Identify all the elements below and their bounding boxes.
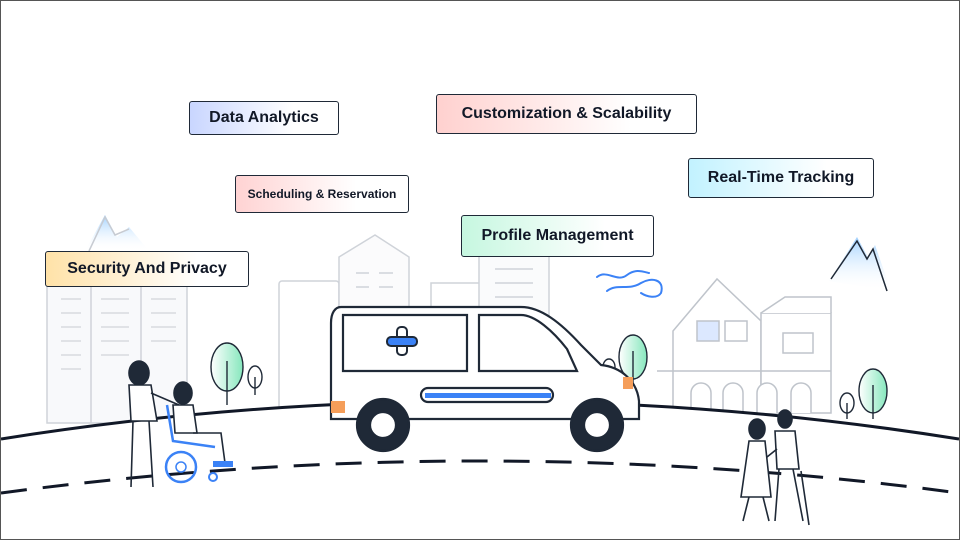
- right-mountain: [829, 237, 891, 292]
- medical-cross-icon: [386, 326, 418, 356]
- caregiver-with-wheelchair: [128, 360, 233, 488]
- wind-squiggle: [596, 270, 663, 298]
- customization-scalability-tag: Customization & Scalability: [436, 94, 697, 134]
- left-mountains: [85, 215, 149, 252]
- scheduling-reservation-tag: Scheduling & Reservation: [235, 175, 409, 213]
- left-building: [46, 282, 188, 424]
- right-house: [657, 277, 832, 414]
- security-privacy-tag: Security And Privacy: [45, 251, 249, 287]
- trees: [210, 334, 888, 419]
- couple-walking: [740, 409, 810, 526]
- real-time-tracking-tag: Real-Time Tracking: [688, 158, 874, 198]
- data-analytics-tag: Data Analytics: [189, 101, 339, 135]
- profile-management-tag: Profile Management: [461, 215, 654, 257]
